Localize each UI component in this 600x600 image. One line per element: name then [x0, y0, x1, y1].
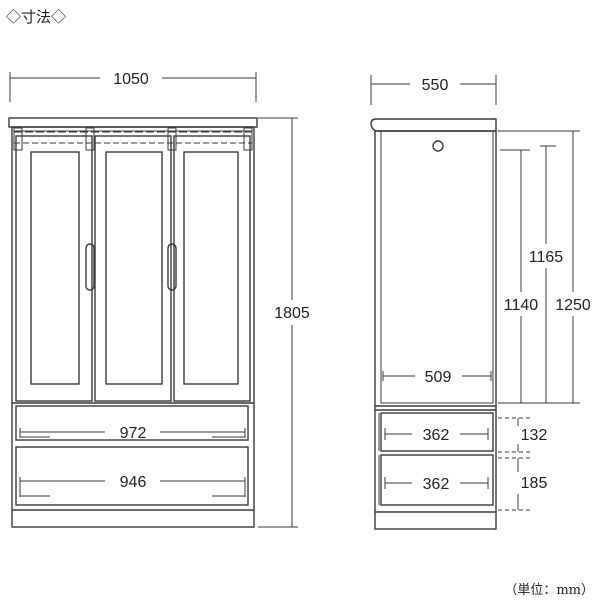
drawer-lower-width-label: 946 — [120, 474, 147, 491]
front-cabinet — [8, 117, 258, 528]
side-drawer-lower — [380, 454, 494, 506]
front-drawer-upper — [15, 405, 249, 441]
front-glass-right — [183, 151, 239, 385]
front-door-left — [15, 135, 93, 402]
side-drawer-height-dimensions: 132 185 — [498, 417, 548, 511]
side-drawer-upper-depth-dimension: 362 — [384, 427, 489, 444]
drawer-lower-width-dimension: 946 — [19, 474, 246, 497]
drawer-upper-width-dimension: 972 — [19, 425, 246, 442]
hanger-rod-icon — [432, 140, 444, 152]
side-vertical-dimensions: 1140 1165 1250 — [498, 130, 591, 404]
front-view: 1050 — [8, 71, 310, 528]
front-handle-right — [167, 243, 177, 291]
front-height-label: 1805 — [274, 305, 310, 322]
side-drawer-lower-depth-dimension: 362 — [384, 476, 489, 493]
front-width-dimension: 1050 — [9, 71, 257, 102]
front-door-center — [94, 135, 172, 402]
side-drawer-upper-depth-label: 362 — [423, 427, 450, 444]
dim-1165-label: 1165 — [529, 249, 564, 266]
side-depth-label: 550 — [422, 77, 449, 94]
side-inner-depth-dimension: 509 — [382, 369, 492, 386]
side-drawer-lower-depth-label: 362 — [423, 476, 450, 493]
side-cabinet — [370, 118, 497, 530]
side-drawer-upper — [380, 412, 494, 452]
front-handle-left — [85, 243, 95, 291]
dim-1250-label: 1250 — [555, 297, 591, 314]
front-glass-left — [30, 151, 80, 385]
unit-note: （単位：mm） — [504, 582, 594, 598]
drawer-upper-height-label: 132 — [521, 427, 548, 444]
side-view: 550 509 — [370, 75, 591, 530]
section-title: ◇寸法◇ — [6, 9, 66, 26]
drawer-lower-height-label: 185 — [521, 475, 548, 492]
dim-1140-label: 1140 — [504, 297, 539, 314]
front-glass-center — [105, 151, 163, 385]
front-drawer-lower — [15, 446, 249, 506]
drawer-upper-width-label: 972 — [120, 425, 147, 442]
side-inner-depth-label: 509 — [425, 369, 452, 386]
front-width-label: 1050 — [113, 71, 149, 88]
front-height-dimension: 1805 — [258, 117, 310, 528]
front-door-right — [173, 135, 251, 402]
side-depth-dimension: 550 — [370, 75, 497, 105]
